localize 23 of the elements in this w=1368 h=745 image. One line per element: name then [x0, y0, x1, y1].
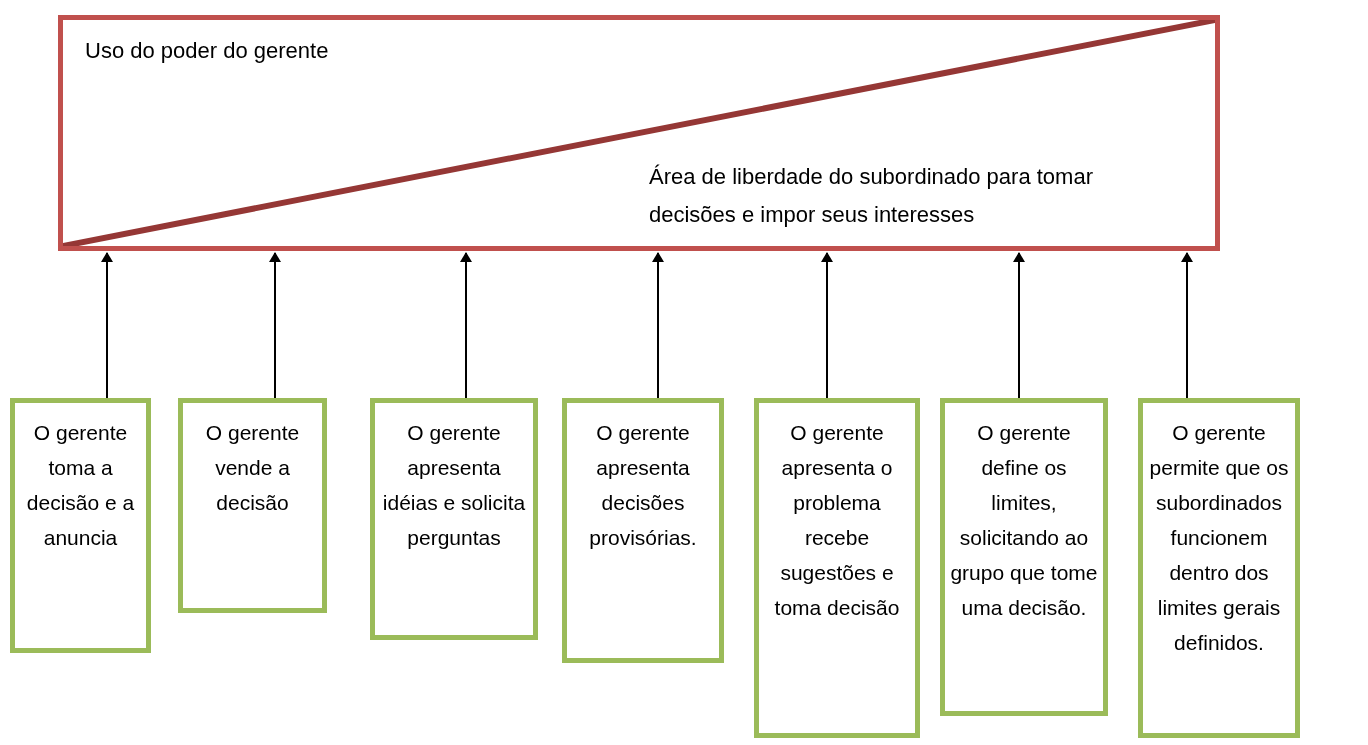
behavior-text: O gerente toma a decisão e a anuncia [26, 421, 135, 549]
behavior-text: O gerente apresenta idéias e solicita perguntas [382, 421, 526, 549]
subordinate-freedom-label: Área de liberdade do subordinado para tomar decisões e impor seus interesses [649, 163, 1094, 229]
behavior-box [1138, 398, 1300, 738]
arrow [821, 252, 833, 399]
behavior-text: O gerente permite que os subordinados funcionem dentro dos limites gerais definidos. [1149, 421, 1289, 654]
arrow [652, 252, 664, 399]
arrow [269, 252, 281, 399]
behavior-box [10, 398, 151, 653]
arrow [1013, 252, 1025, 399]
manager-power-label: Uso do poder do gerente [85, 38, 329, 64]
arrow [1181, 252, 1193, 399]
behavior-box [370, 398, 538, 640]
arrow [101, 252, 113, 399]
behavior-box [562, 398, 724, 663]
behavior-box [754, 398, 920, 738]
behavior-box [178, 398, 327, 613]
behavior-box [940, 398, 1108, 716]
behavior-text: O gerente define os limites, solicitando ao grupo que tome uma decisão. [950, 421, 1098, 619]
behavior-text: O gerente apresenta decisões provisórias. [589, 421, 697, 549]
behavior-text: O gerente apresenta o problema recebe sugestões e toma decisão [774, 421, 900, 619]
arrow [460, 252, 472, 399]
behavior-text: O gerente vende a decisão [205, 421, 300, 514]
